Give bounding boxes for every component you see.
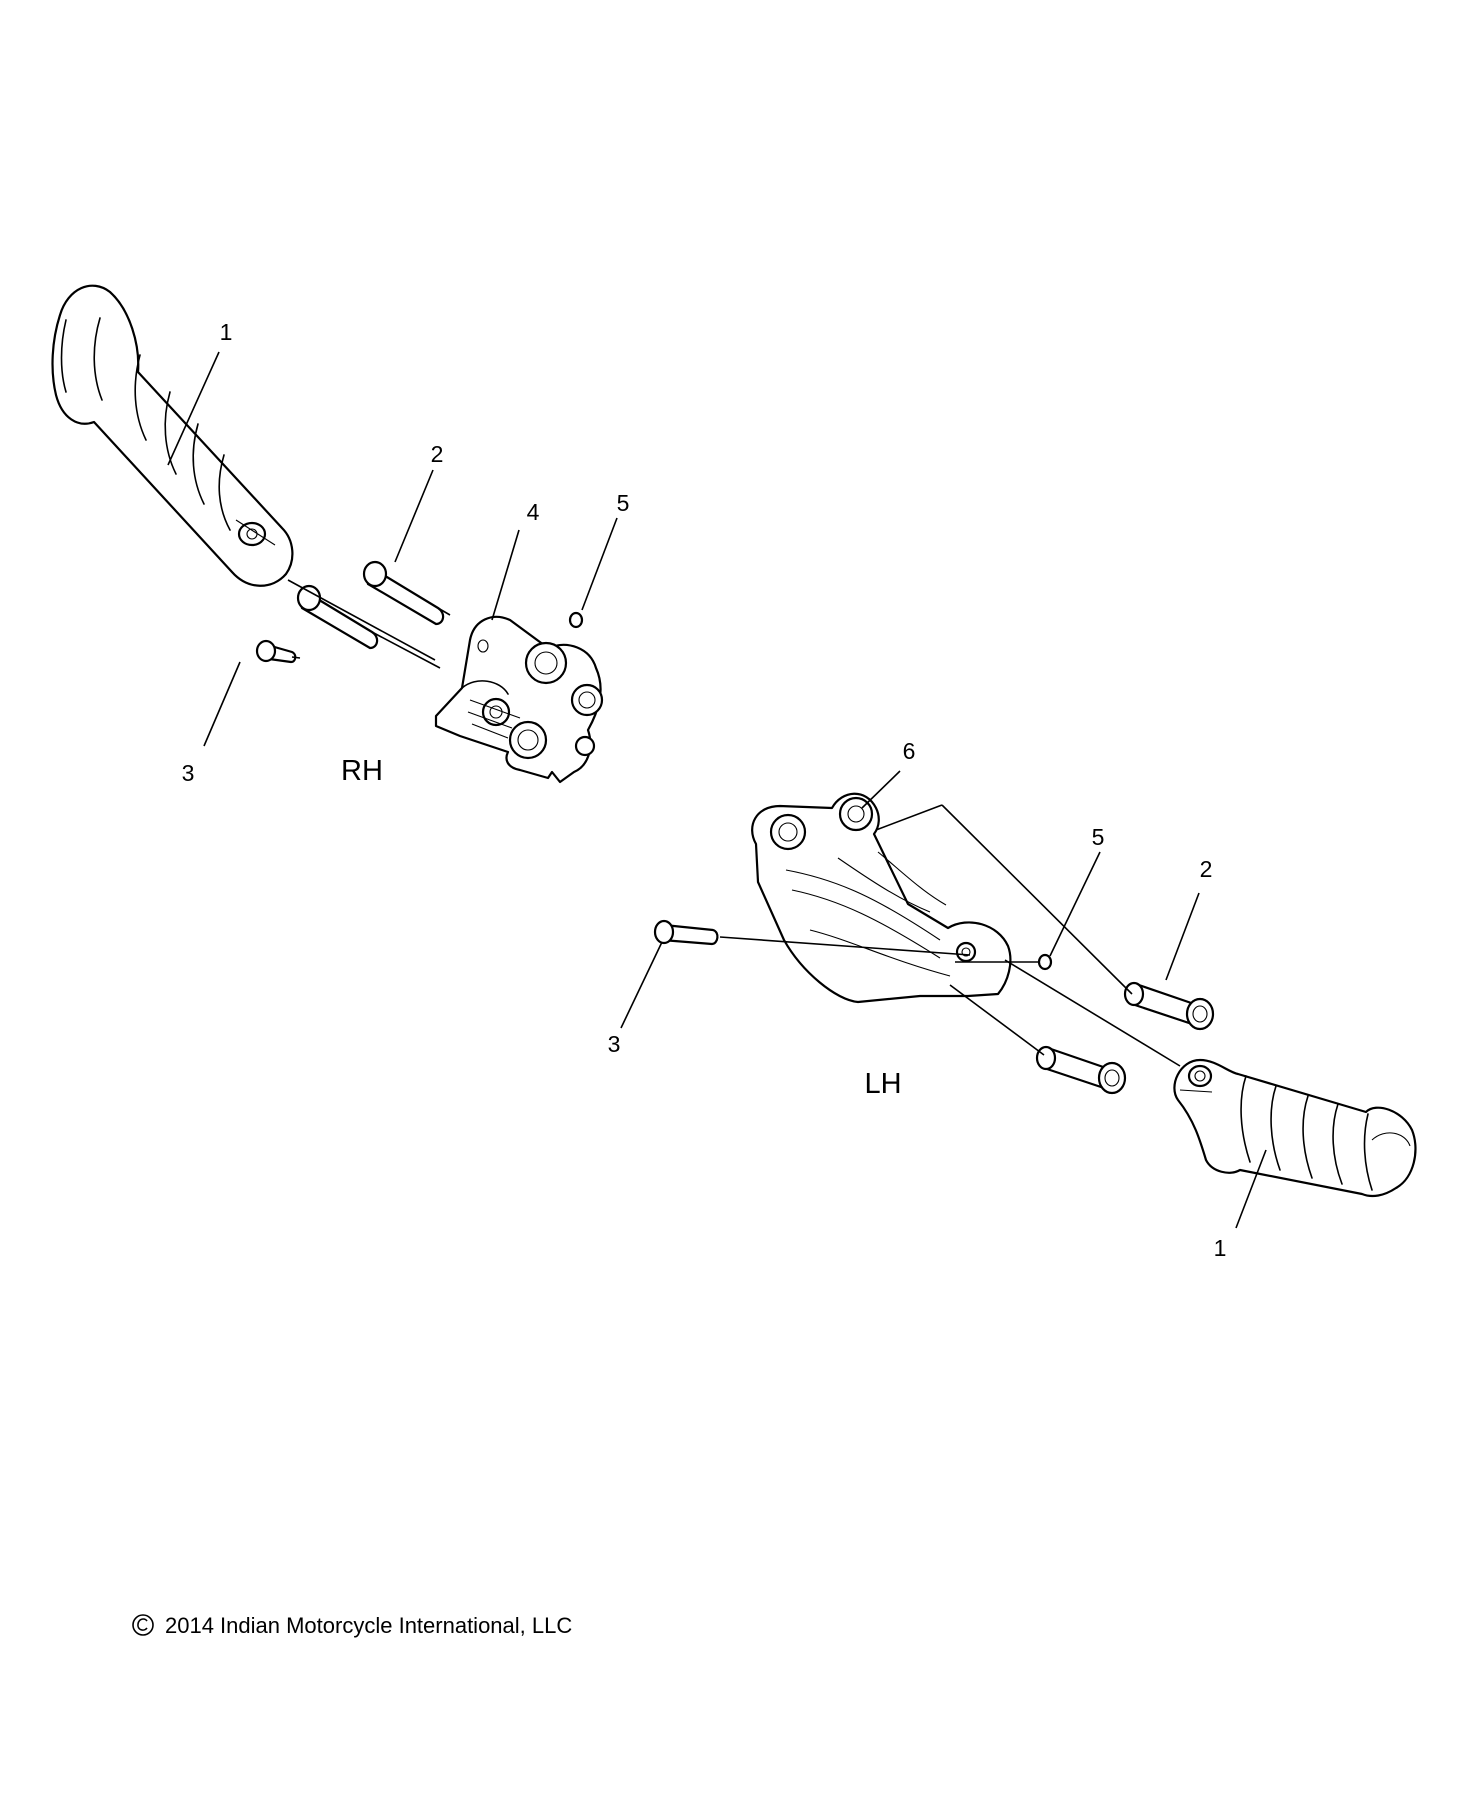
rh-leader-lines (167, 351, 618, 747)
label-rh: RH (341, 755, 383, 787)
rh-bolt-upper (362, 560, 445, 626)
rh-pin (255, 639, 297, 664)
rh-assembly (51, 284, 618, 784)
callout-rh-3: 3 (182, 760, 195, 786)
label-lh: LH (864, 1068, 901, 1100)
rh-assembly-lines (287, 579, 451, 669)
lh-bolt-lower (1035, 1045, 1127, 1095)
lh-pin (653, 919, 719, 946)
lh-leader-lines (620, 770, 1267, 1229)
rh-bracket (434, 615, 604, 784)
callout-rh-1: 1 (220, 319, 233, 345)
lh-bracket (751, 792, 1012, 1004)
copyright-text: 2014 Indian Motorcycle International, LL… (165, 1613, 572, 1638)
callout-lh-5: 5 (1092, 824, 1105, 850)
rh-o-ring (568, 611, 584, 629)
lh-footpeg (1173, 1058, 1417, 1198)
lh-bolt-right (1123, 981, 1215, 1031)
lh-assembly (620, 770, 1417, 1229)
rh-footpeg (51, 284, 294, 587)
lh-o-ring (1037, 953, 1053, 971)
callout-lh-2: 2 (1200, 856, 1213, 882)
callout-rh-4: 4 (527, 499, 540, 525)
copyright-notice: © 2014 Indian Motorcycle International, … (132, 1613, 572, 1638)
callout-lh-3: 3 (608, 1031, 621, 1057)
callout-lh-6: 6 (903, 738, 916, 764)
callout-rh-2: 2 (431, 441, 444, 467)
lh-assembly-lines (719, 804, 1181, 1067)
callout-rh-5: 5 (617, 490, 630, 516)
rh-bolt-lower (296, 584, 379, 650)
callout-lh-1: 1 (1214, 1235, 1227, 1261)
copyright-icon (132, 1614, 154, 1636)
